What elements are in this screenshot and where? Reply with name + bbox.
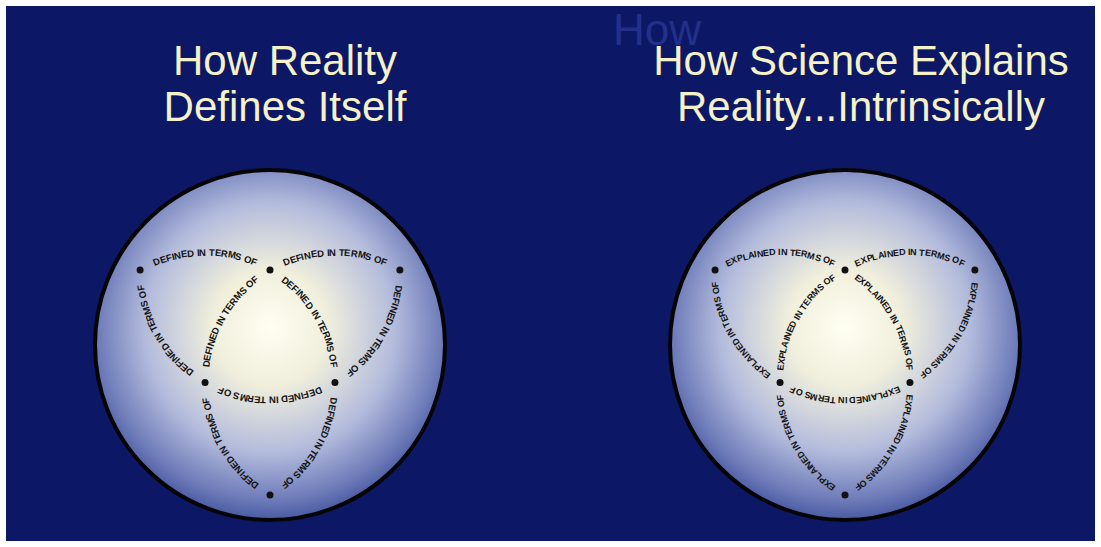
arc-letter: N xyxy=(329,248,336,258)
navy-ground xyxy=(6,6,1095,541)
junction-dot xyxy=(712,267,719,274)
arc-letter: E xyxy=(763,248,770,258)
arc-letter xyxy=(775,248,778,257)
junction-dot xyxy=(202,379,209,386)
arc-letter: N xyxy=(780,248,787,257)
junction-dot xyxy=(842,492,849,499)
junction-dot xyxy=(137,267,144,274)
faded-watermark: How xyxy=(613,5,701,54)
arc-letter: D xyxy=(317,248,325,258)
arc-letter: O xyxy=(137,290,148,299)
arc-letter: F xyxy=(329,361,339,368)
arc-letter: I xyxy=(276,395,279,405)
junction-dot xyxy=(267,492,274,499)
arc-letter: D xyxy=(769,248,776,257)
panel-heading: How Reality Defines Itself xyxy=(135,38,435,130)
arc-letter xyxy=(336,248,339,258)
arc-letter: N xyxy=(199,248,206,258)
gradient-sphere xyxy=(91,166,449,524)
junction-dot xyxy=(777,379,784,386)
arc-letter xyxy=(206,248,209,258)
arc-letter: I xyxy=(844,395,847,404)
junction-dot xyxy=(331,379,338,386)
arc-letter: E xyxy=(893,248,900,258)
sphere-outline xyxy=(95,170,445,520)
arc-letter: E xyxy=(855,394,862,404)
panel-heading: How Science Explains Reality...Intrinsic… xyxy=(641,38,1081,130)
arc-letter: N xyxy=(838,395,845,404)
arc-letter: M xyxy=(239,392,249,403)
arc-letter: F xyxy=(904,364,914,370)
arc-letter: F xyxy=(776,394,786,400)
arc-letter: D xyxy=(899,248,906,257)
junction-dot xyxy=(906,379,913,386)
junction-dot xyxy=(842,267,849,274)
arc-letter: F xyxy=(201,397,211,404)
arc-letter: T xyxy=(260,395,266,405)
arc-letter: E xyxy=(254,394,261,404)
arc-letter: D xyxy=(281,394,289,404)
arc-letter: N xyxy=(861,393,869,403)
sphere-outline xyxy=(670,170,1020,520)
arc-letter: T xyxy=(338,248,344,258)
arc-letter: I xyxy=(326,248,329,258)
arc-letter: N xyxy=(910,248,917,257)
arc-letter: I xyxy=(778,248,781,257)
arc-letter: N xyxy=(269,395,276,405)
arc-letter: D xyxy=(849,395,856,404)
concept-circle: How Science Explains Reality...Intrinsic… xyxy=(630,38,1090,525)
arc-letter xyxy=(847,395,850,404)
arc-letter: T xyxy=(209,248,215,258)
junction-dot xyxy=(396,267,403,274)
arc-letter: I xyxy=(908,248,911,257)
arc-letter: D xyxy=(187,248,195,258)
arc-letter: T xyxy=(830,395,836,404)
junction-dot xyxy=(267,267,274,274)
arc-letter: I xyxy=(196,248,199,258)
concept-circle: How Reality Defines ItselfDEFINED IN TER… xyxy=(80,38,460,525)
gradient-sphere xyxy=(666,166,1024,524)
junction-dot xyxy=(971,267,978,274)
watermark-holder: How xyxy=(613,6,701,54)
